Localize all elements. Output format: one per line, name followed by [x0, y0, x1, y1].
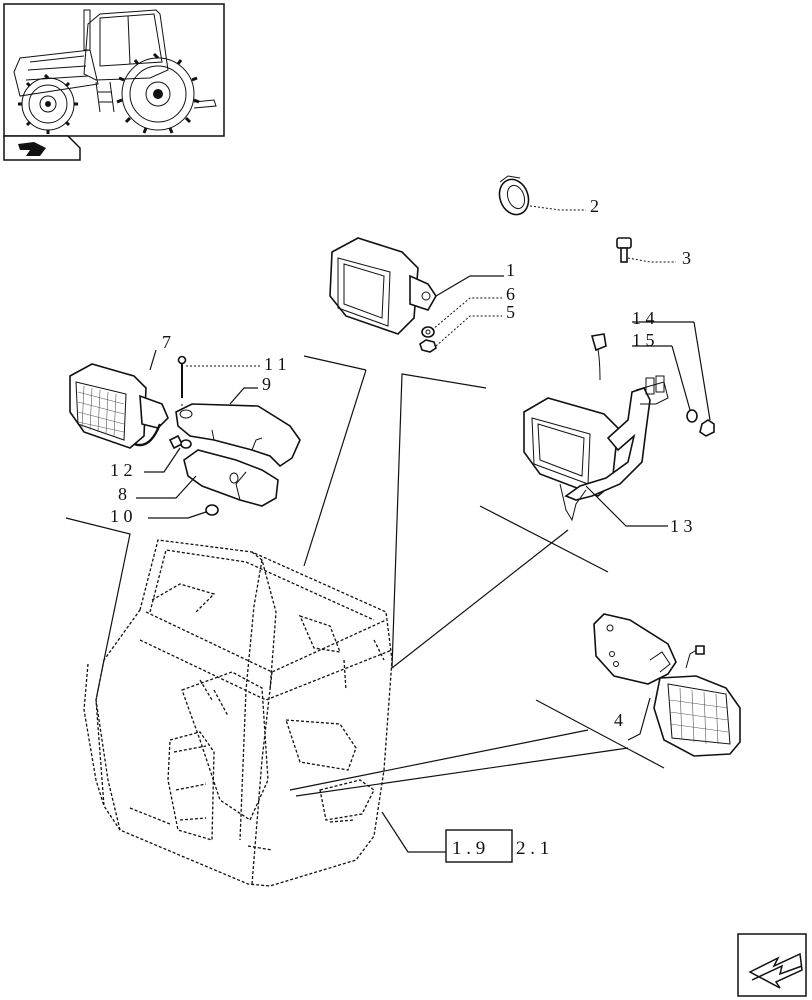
- part-6-washer: [421, 326, 435, 338]
- part-14-nut: [699, 419, 715, 437]
- cab-frame: [83, 539, 393, 887]
- callout-1: 1: [506, 260, 515, 280]
- callout-3: 3: [682, 248, 691, 268]
- reference-rest-text[interactable]: 2 . 1: [516, 838, 549, 859]
- callout-11: 1 1: [264, 354, 287, 374]
- part-4-side-lamp: [593, 613, 741, 757]
- part-8-cover: [183, 449, 279, 507]
- part-2-clamp: [498, 175, 530, 216]
- callout-15: 1 5: [632, 330, 655, 350]
- tractor-thumbnail-icon[interactable]: [3, 3, 225, 137]
- part-12-washer: [180, 439, 192, 449]
- next-page-arrow-icon[interactable]: [737, 933, 807, 997]
- part-7-work-lamp: [69, 363, 184, 450]
- part-5-nut: [419, 339, 437, 353]
- part-10-nut: [205, 504, 219, 516]
- callout-14: 1 4: [632, 308, 655, 328]
- reference-boxed-text[interactable]: 1 . 9: [452, 838, 485, 859]
- callout-9: 9: [262, 374, 271, 394]
- callout-8: 8: [118, 484, 127, 504]
- part-9-bracket: [175, 403, 301, 468]
- part-1-work-lamp: [329, 237, 437, 335]
- part-11-screw: [177, 355, 187, 398]
- section-flag-icon: [3, 135, 81, 161]
- callout-7: 7: [162, 332, 171, 352]
- part-15-washer: [686, 409, 698, 423]
- part-3-bolt: [616, 237, 632, 263]
- callout-4: 4: [614, 710, 623, 730]
- callout-2: 2: [590, 196, 599, 216]
- callout-5: 5: [506, 302, 515, 322]
- callout-10: 1 0: [110, 506, 133, 526]
- reference-box[interactable]: [445, 829, 513, 863]
- callout-12: 1 2: [110, 460, 133, 480]
- callout-13: 1 3: [670, 516, 693, 536]
- part-13-work-lamp-bracket: [523, 333, 669, 522]
- callout-6: 6: [506, 284, 515, 304]
